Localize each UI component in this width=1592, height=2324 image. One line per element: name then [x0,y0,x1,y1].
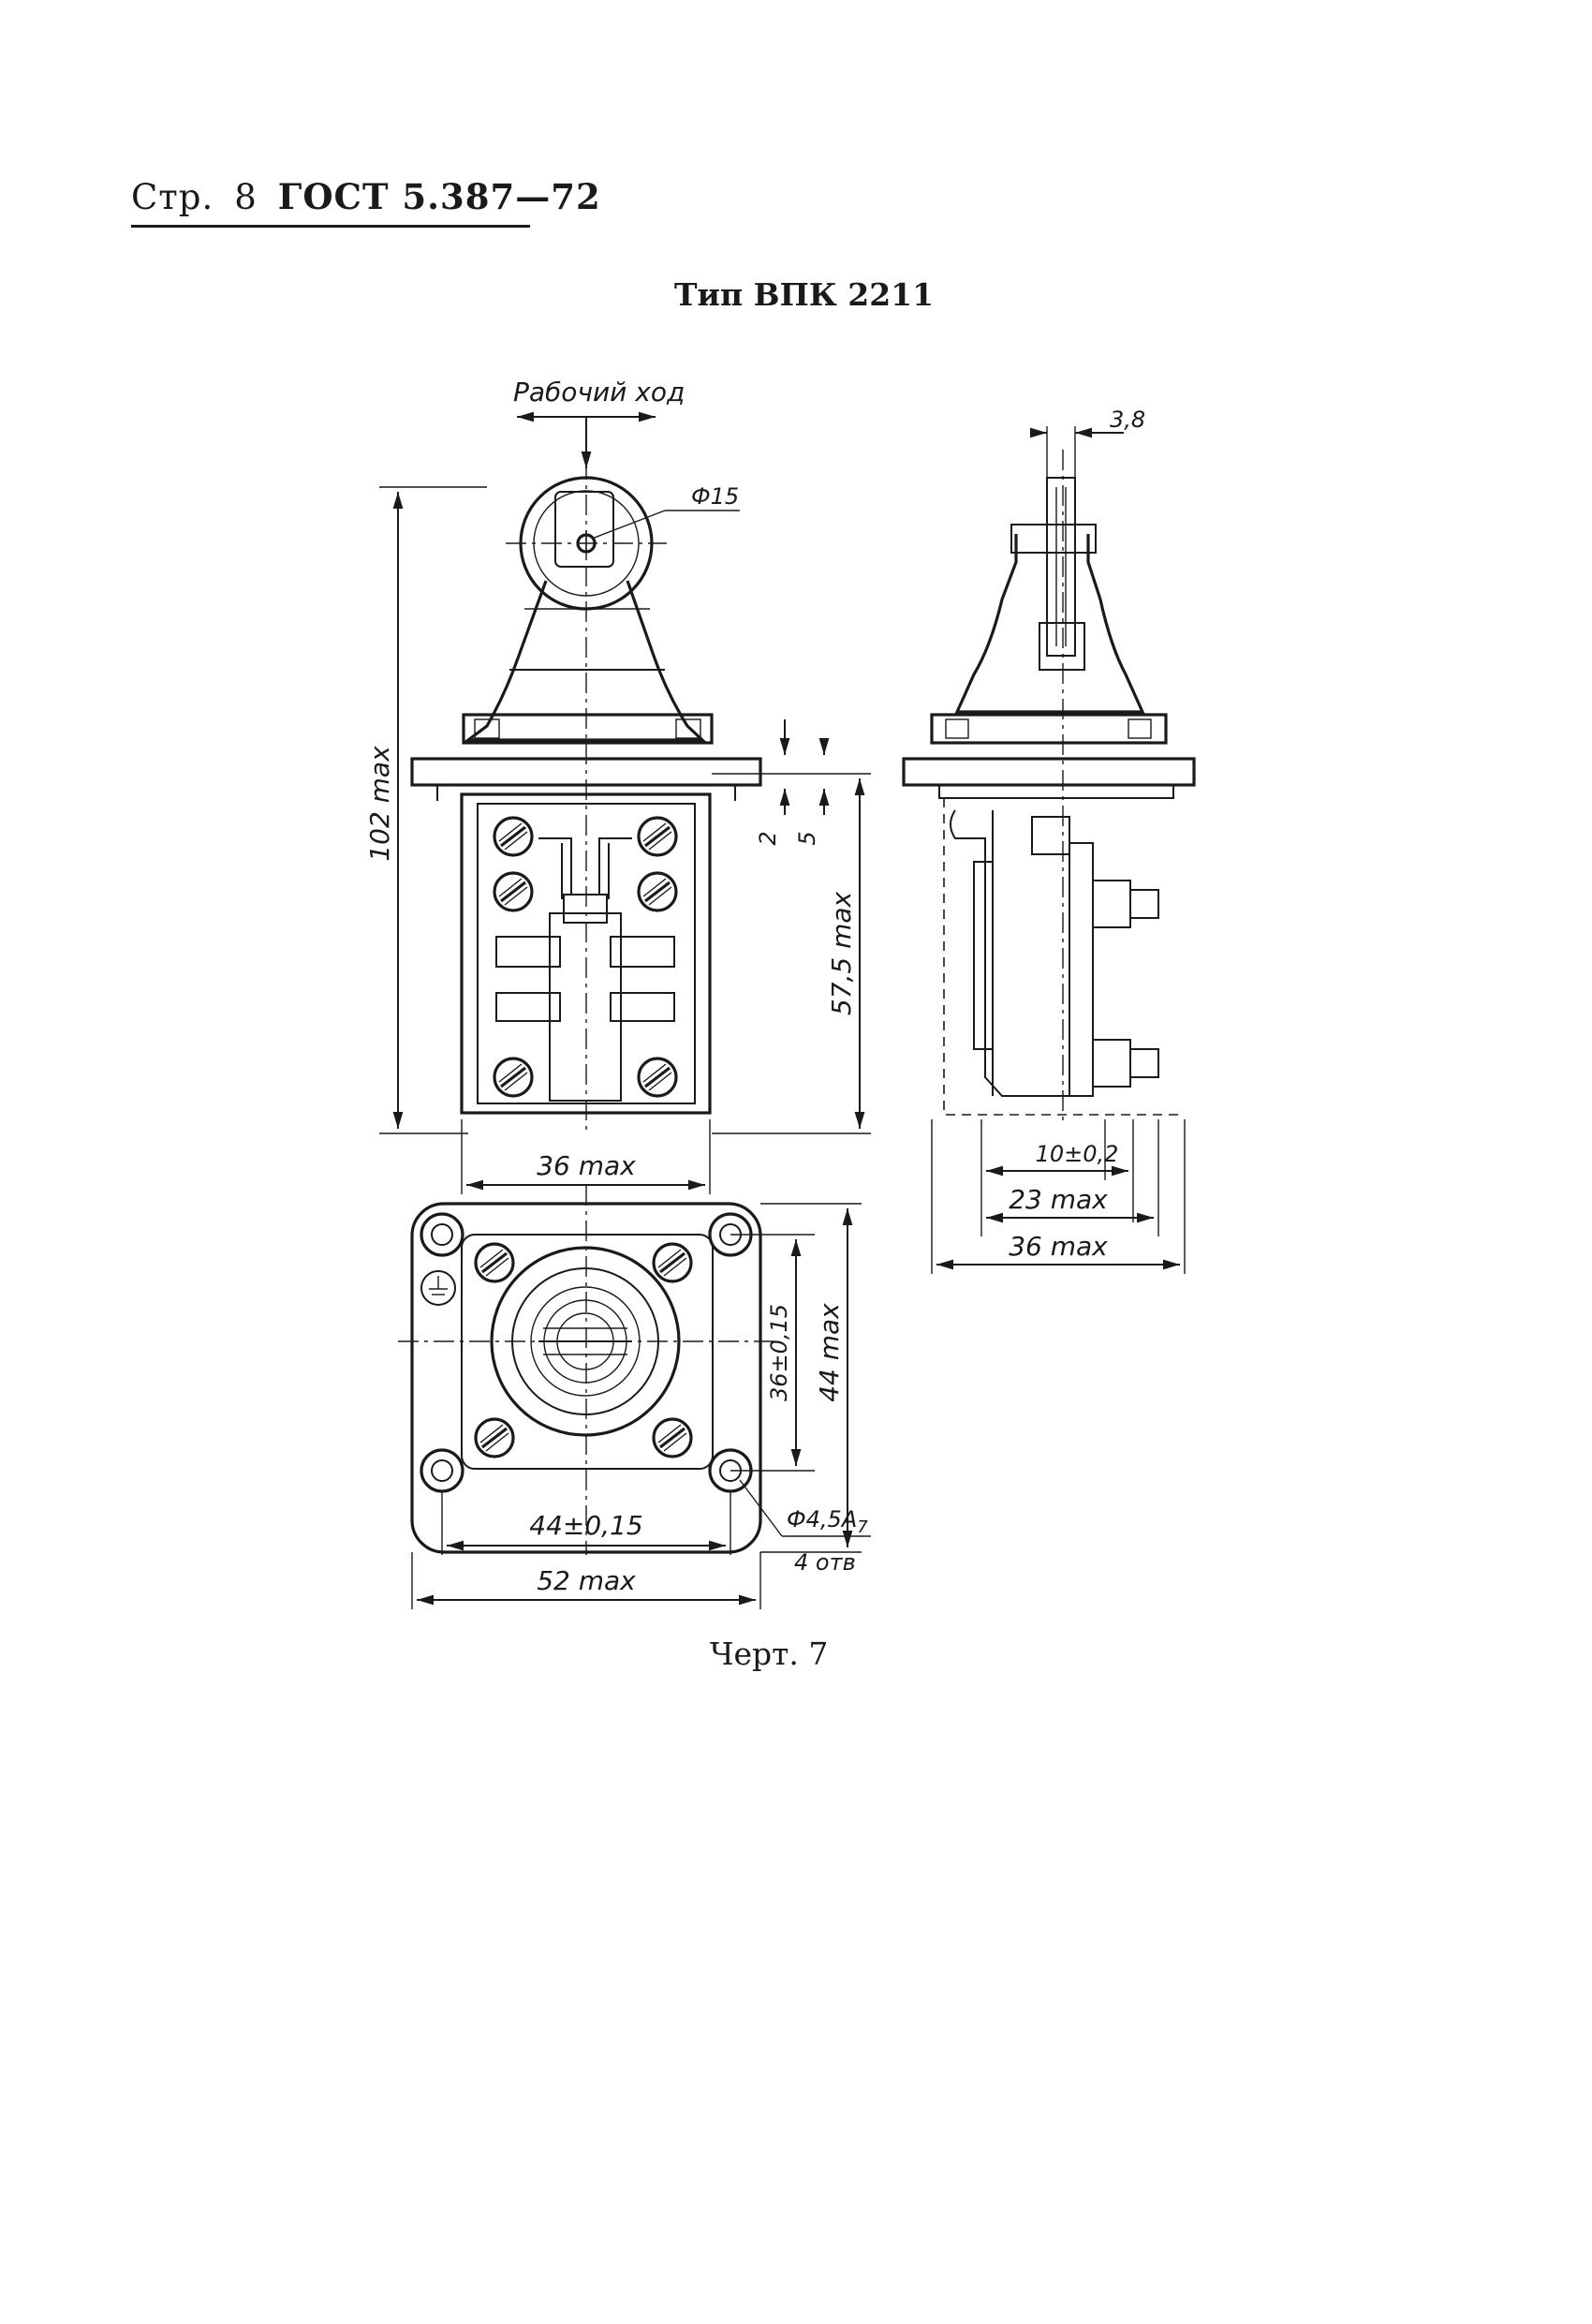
terminal-screw [637,871,678,912]
front-view [379,411,871,1194]
label-side-36: 36 max [1009,1231,1108,1262]
label-dim-2: 2 [755,831,781,845]
label-working-stroke: Рабочий ход [513,377,685,407]
terminal-screw [637,1057,678,1098]
label-base-width: 52 max [537,1565,636,1596]
page-label: Стр. [131,177,214,217]
label-hole-diameter: Ф4,5А7 [787,1506,868,1537]
figure-caption: Черт. 7 [710,1636,829,1672]
roller-bracket [554,491,614,568]
label-lever-thickness: 3,8 [1110,407,1145,433]
label-roller-diameter: Ф15 [691,483,739,510]
flange-upper [462,713,714,745]
terminal-screw [493,1057,534,1098]
terminal-screw [637,816,678,857]
lever [1046,477,1076,657]
mounting-hole [420,1448,464,1493]
label-width-front: 36 max [537,1150,636,1181]
label-body-height: 57,5 max [826,891,857,1015]
plunger [549,912,622,1102]
bottom-view [398,1185,871,1609]
label-hole-count: 4 отв [794,1549,856,1576]
page-number: 8 [234,177,258,217]
standard-number: ГОСТ 5.387—72 [277,176,601,217]
seal-outer [490,1246,681,1437]
label-side-23: 23 max [1009,1184,1108,1215]
label-side-10: 10±0,2 [1036,1141,1119,1167]
terminal-screw [493,871,534,912]
page-header: Стр. 8 ГОСТ 5.387—72 [131,176,622,217]
label-base-height: 44 max [814,1303,845,1402]
label-hole-spacing-h: 44±0,15 [529,1510,642,1541]
label-height-total: 102 max [364,746,395,862]
ground-icon [420,1270,456,1306]
terminal-screw [493,816,534,857]
header-rule [131,225,530,228]
bell-housing [464,580,707,742]
mounting-hole [420,1212,464,1257]
figure-title: Тип ВПК 2211 [674,276,935,313]
label-dim-5: 5 [794,831,820,845]
label-hole-spacing-v: 36±0,15 [766,1304,792,1401]
side-view [902,426,1196,1274]
